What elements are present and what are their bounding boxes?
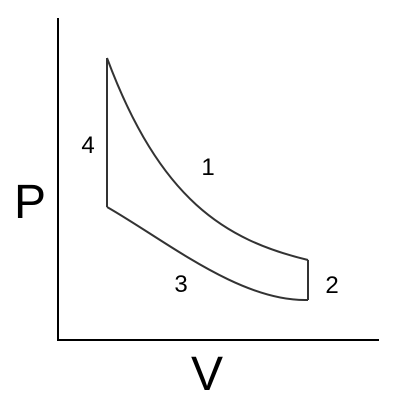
x-axis-label: V <box>191 348 223 400</box>
y-axis-label: P <box>14 176 46 229</box>
process-4-label: 4 <box>81 132 94 159</box>
process-2-label: 2 <box>325 272 338 299</box>
process-1-curve <box>106 57 309 261</box>
process-3-label: 3 <box>174 271 187 298</box>
process-1-label: 1 <box>201 154 214 181</box>
process-3-curve <box>106 206 309 302</box>
